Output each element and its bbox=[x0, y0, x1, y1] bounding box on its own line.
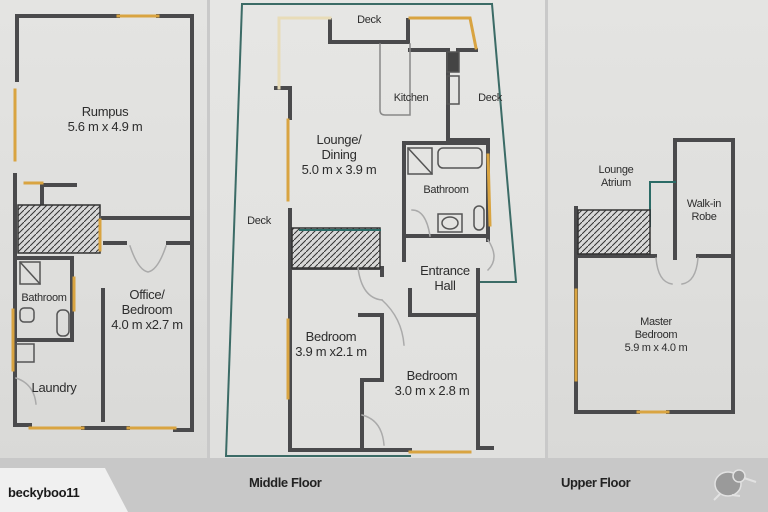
room-label-deck-left: Deck bbox=[247, 215, 271, 227]
panel-divider bbox=[207, 0, 210, 458]
room-label-lounge-dining: Lounge/ Dining 5.0 m x 3.9 m bbox=[301, 132, 377, 177]
room-label-rumpus: Rumpus 5.6 m x 4.9 m bbox=[67, 104, 143, 134]
room-label-laundry: Laundry bbox=[31, 380, 77, 395]
room-label-bedroom-2: Bedroom 3.0 m x 2.8 m bbox=[394, 368, 470, 398]
room-label-deck-right: Deck bbox=[478, 92, 502, 104]
floor-label-middle: Middle Floor bbox=[249, 475, 322, 490]
middle-deck-outline bbox=[224, 2, 518, 458]
room-label-office-bedroom: Office/ Bedroom 4.0 m x2.7 m bbox=[111, 287, 183, 332]
room-label-deck-top: Deck bbox=[357, 14, 381, 26]
upper-atrium-outline bbox=[649, 181, 676, 227]
room-label-bathroom-middle: Bathroom bbox=[423, 184, 469, 196]
kiwi-bird-icon bbox=[713, 469, 757, 501]
room-label-bathroom: Bathroom bbox=[21, 292, 67, 304]
room-label-master-bedroom: Master Bedroom 5.9 m x 4.0 m bbox=[624, 316, 688, 354]
floor-plan-drawing bbox=[11, 2, 735, 458]
upper-stairs bbox=[577, 209, 651, 255]
room-label-lounge-atrium: Lounge Atrium bbox=[598, 164, 634, 189]
upper-fixtures bbox=[655, 257, 699, 285]
panel-divider bbox=[545, 0, 548, 458]
ground-fixtures bbox=[15, 245, 167, 405]
middle-stairs bbox=[291, 227, 381, 269]
ground-walls bbox=[13, 14, 194, 432]
upper-walls bbox=[574, 138, 735, 414]
ground-stairs bbox=[17, 204, 102, 254]
ground-windows bbox=[11, 14, 177, 430]
room-label-entrance-hall: Entrance Hall bbox=[420, 263, 470, 293]
watermark-username: beckyboo11 bbox=[8, 485, 80, 500]
room-label-walk-in-robe: Walk-in Robe bbox=[686, 198, 722, 223]
room-label-kitchen: Kitchen bbox=[393, 92, 429, 104]
caption-bar bbox=[0, 458, 768, 512]
middle-fixtures bbox=[357, 43, 495, 446]
upper-windows bbox=[574, 288, 670, 414]
middle-windows bbox=[277, 16, 492, 454]
floor-label-upper: Upper Floor bbox=[561, 475, 631, 490]
room-label-bedroom-1: Bedroom 3.9 m x2.1 m bbox=[295, 329, 367, 359]
watermark-tab bbox=[0, 468, 128, 512]
